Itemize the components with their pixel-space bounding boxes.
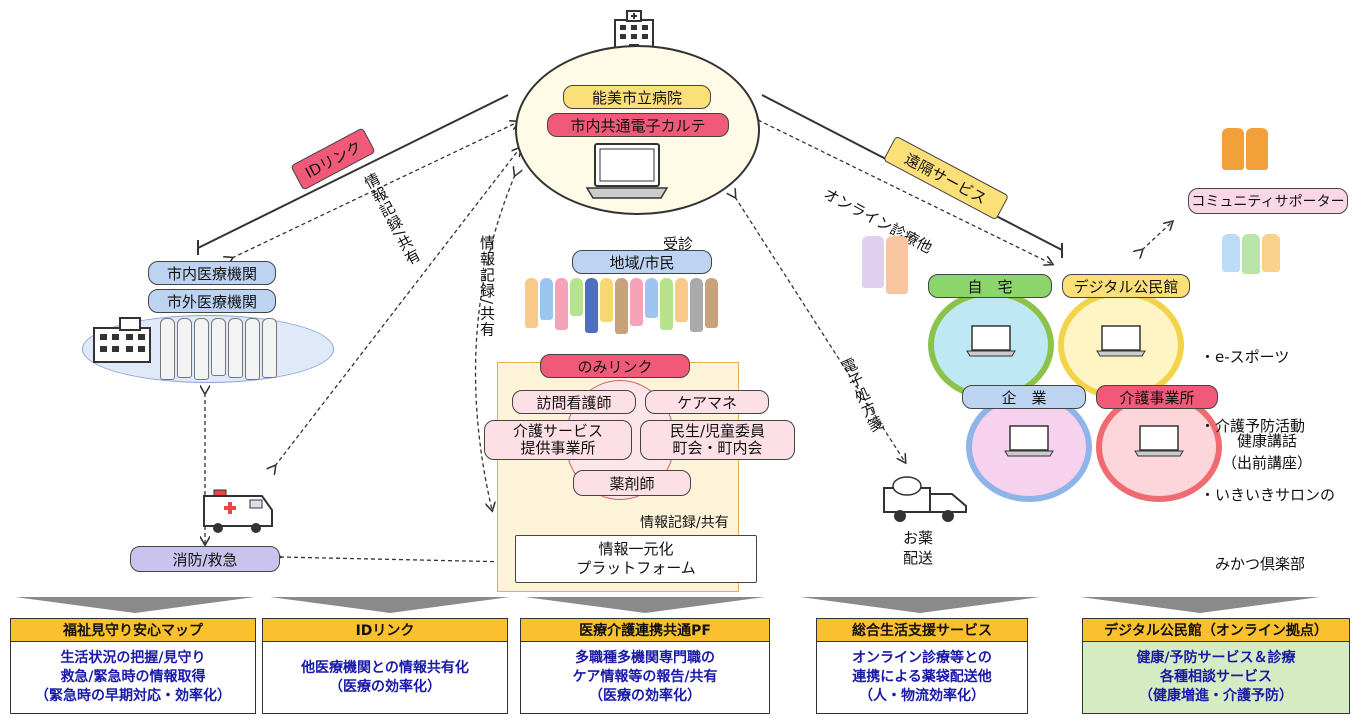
- bottom-box-4-body: オンライン診療等との 連携による薬袋配送他 （人・物流効率化）: [816, 642, 1028, 714]
- welfare-line2: 町会・町内会: [672, 439, 763, 457]
- delivery-label: お薬 配送: [903, 528, 933, 568]
- bottom-box-5-title: デジタル公民館（オンライン拠点）: [1082, 618, 1350, 642]
- activity-item: ・介護予防活動: [1200, 417, 1306, 435]
- bottom-box-line: オンライン診療等との: [852, 650, 992, 666]
- home-laptop-icon: [966, 325, 1016, 357]
- bottom-box-line: 連携による薬袋配送他: [852, 669, 992, 685]
- info-share-vertical-label: 情報記録/共有: [478, 235, 496, 338]
- bottom-box-line: （緊急時の早期対応・効率化）: [35, 688, 231, 704]
- welfare-commissioner-label: 民生/児童委員 町会・町内会: [640, 420, 795, 460]
- bottom-box-line: （医療の効率化）: [589, 688, 701, 704]
- bottom-box-1-body: 生活状況の把握/見守り 救急/緊急時の情報取得 （緊急時の早期対応・効率化）: [10, 642, 256, 714]
- ambulance-icon: [203, 489, 273, 533]
- bottom-box-line: 健康/予防サービス＆診療: [1136, 650, 1296, 666]
- platform-box: 情報一元化 プラットフォーム: [515, 535, 757, 583]
- fire-emergency-label: 消防/救急: [130, 546, 280, 572]
- citizens-label: 地域/市民: [572, 250, 712, 274]
- lecture-line1: 健康講話: [1237, 432, 1298, 450]
- bottom-box-line: （人・物流効率化）: [859, 688, 985, 704]
- seniors-illustration: [1222, 234, 1280, 274]
- bottom-box-3-body: 多職種多機関専門職の ケア情報等の報告/共有 （医療の効率化）: [520, 642, 770, 714]
- bottom-box-3-title: 医療介護連携共通PF: [520, 618, 770, 642]
- bottom-box-1-title: 福祉見守り安心マップ: [10, 618, 256, 642]
- bottom-box-line: 他医療機関との情報共有化: [301, 659, 469, 676]
- care-service-label: 介護サービス 提供事業所: [484, 420, 632, 460]
- delivery-truck-icon: [883, 476, 967, 522]
- bottom-box-2-title: IDリンク: [262, 618, 508, 642]
- home-label: 自 宅: [928, 274, 1052, 298]
- supporter-staff-illustration: [1222, 128, 1268, 170]
- activity-item: ・e-スポーツ: [1200, 348, 1290, 366]
- digital-hall-label: デジタル公民館: [1062, 274, 1190, 298]
- clinic-in-label: 市内医療機関: [148, 261, 276, 285]
- chevron-2: [270, 597, 510, 613]
- clinic-out-label: 市外医療機関: [148, 289, 276, 313]
- info-share-bottom-label: 情報記録/共有: [640, 515, 729, 531]
- clinic-building-icon: [93, 317, 151, 363]
- platform-line1: 情報一元化: [598, 540, 674, 558]
- bottom-box-line: （医療の効率化）: [329, 678, 441, 695]
- care-office-label: 介護事業所: [1096, 385, 1218, 409]
- bottom-box-4-title: 総合生活支援サービス: [816, 618, 1028, 642]
- digital-hall-laptop-icon: [1096, 325, 1146, 357]
- supporter-label: コミュニティサポーター: [1188, 188, 1348, 214]
- lecture-label: 健康講話 （出前講座）: [1222, 430, 1312, 474]
- hospital-name-label: 能美市立病院: [563, 85, 711, 109]
- nomi-link-label: のみリンク: [540, 354, 690, 378]
- bottom-box-line: 救急/緊急時の情報取得: [60, 669, 206, 685]
- bottom-box-2-body: 他医療機関との情報共有化 （医療の効率化）: [262, 642, 508, 714]
- chevron-1: [15, 597, 255, 613]
- visit-nurse-label: 訪問看護師: [512, 390, 636, 414]
- bottom-box-line: ケア情報等の報告/共有: [572, 669, 718, 685]
- company-label: 企 業: [962, 385, 1086, 409]
- elderly-care-illustration: [862, 236, 908, 294]
- chevron-4: [800, 597, 1040, 613]
- bottom-box-line: （健康増進・介護予防）: [1139, 688, 1293, 704]
- care-service-line1: 介護サービス: [512, 422, 603, 440]
- activity-item: ・いきいきサロンの: [1200, 486, 1336, 504]
- activity-item: みかつ倶楽部: [1200, 555, 1306, 573]
- chevron-5: [1080, 597, 1320, 613]
- citizens-illustration: [525, 278, 718, 334]
- platform-line2: プラットフォーム: [576, 559, 696, 577]
- laptop-icon: [585, 143, 669, 199]
- medical-staff-illustration: [160, 318, 277, 380]
- activities-list: ・e-スポーツ ・介護予防活動 ・いきいきサロンの みかつ倶楽部: [1200, 300, 1335, 599]
- care-office-laptop-icon: [1134, 425, 1184, 457]
- lecture-line2: （出前講座）: [1222, 454, 1313, 472]
- chevron-3: [525, 597, 765, 613]
- care-manager-label: ケアマネ: [645, 390, 769, 414]
- delivery-line2: 配送: [903, 549, 934, 567]
- company-laptop-icon: [1004, 425, 1054, 457]
- delivery-line1: お薬: [903, 529, 934, 547]
- bottom-box-line: 多職種多機関専門職の: [575, 650, 715, 666]
- care-service-line2: 提供事業所: [520, 439, 596, 457]
- bottom-box-line: 各種相談サービス: [1160, 669, 1272, 685]
- bottom-box-5-body: 健康/予防サービス＆診療 各種相談サービス （健康増進・介護予防）: [1082, 642, 1350, 714]
- welfare-line1: 民生/児童委員: [669, 422, 766, 440]
- ehr-label: 市内共通電子カルテ: [547, 113, 729, 137]
- pharmacist-label: 薬剤師: [573, 470, 691, 496]
- visit-label: 受診: [663, 235, 694, 253]
- bottom-box-line: 生活状況の把握/見守り: [60, 650, 206, 666]
